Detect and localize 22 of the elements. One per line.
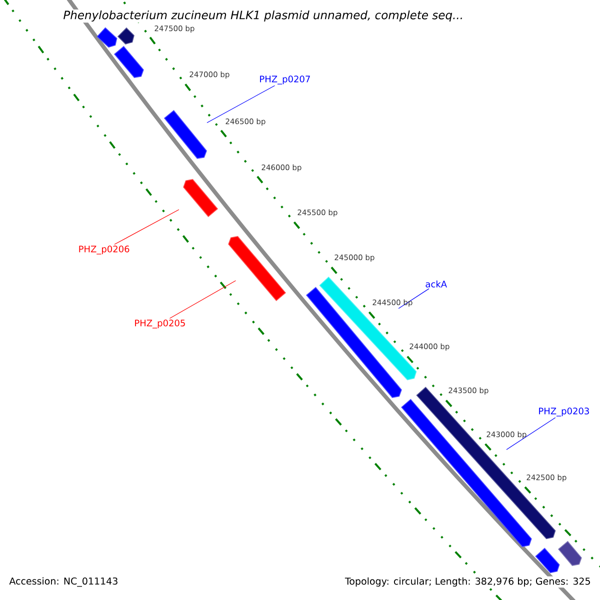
gene-block bbox=[96, 27, 118, 48]
accession-text: Accession: NC_011143 bbox=[9, 577, 118, 587]
gene-block bbox=[114, 46, 144, 78]
gene-label: PHZ_p0207 bbox=[260, 76, 310, 84]
gene-block bbox=[558, 540, 582, 566]
info-text: Topology: circular; Length: 382,976 bp; Genes: 325 bbox=[344, 576, 592, 588]
leader-line bbox=[206, 85, 276, 124]
gene-label: PHZ_p0203 bbox=[539, 408, 589, 416]
gene-block bbox=[306, 286, 402, 398]
leader-line bbox=[506, 417, 556, 450]
leader-line bbox=[114, 209, 180, 245]
gene-label: PHZ_p0205 bbox=[135, 320, 185, 328]
leader-line bbox=[169, 280, 236, 319]
title: Phenylobacterium zucineum HLK1 plasmid unnamed, complete seq... bbox=[62, 9, 464, 23]
gene-block bbox=[183, 179, 218, 218]
gene-block bbox=[117, 27, 134, 44]
gene-label: ackA bbox=[426, 280, 447, 288]
gene-label: PHZ_p0206 bbox=[79, 246, 130, 254]
gene-block bbox=[535, 548, 560, 574]
gene-block bbox=[164, 110, 207, 159]
gene-block bbox=[228, 236, 286, 302]
leader-line bbox=[398, 288, 430, 309]
